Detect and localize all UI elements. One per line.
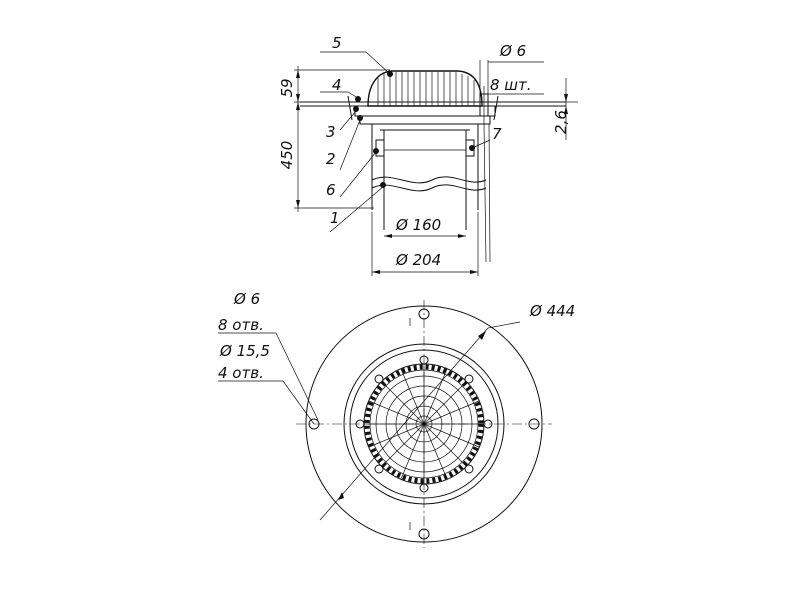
- hole-leaders: [218, 321, 521, 521]
- callout-leaders: [320, 51, 491, 233]
- dim-bolt-qty: 8 шт.: [490, 76, 532, 94]
- dim-204: Ø 204: [395, 251, 441, 269]
- grate-spokes: [364, 364, 484, 484]
- flange: [300, 86, 566, 125]
- clamp-bolts: [355, 355, 493, 493]
- dim-450: 450: [278, 141, 296, 170]
- grate-teeth: [364, 364, 484, 484]
- flange-dia: Ø 444: [529, 302, 575, 320]
- side-view: 5 4 3 2 6 1 7 59 450 Ø 6 8 шт.: [278, 34, 578, 276]
- plan-view: Ø 6 8 отв. Ø 15,5 4 отв. Ø 444: [218, 290, 575, 548]
- hole-small-dia: Ø 6: [233, 290, 260, 308]
- dim-160: Ø 160: [395, 216, 441, 234]
- callout-3: 3: [326, 123, 336, 141]
- dome-grate: [367, 70, 483, 107]
- callout-6: 6: [326, 181, 336, 199]
- bolt-dimension: [479, 60, 544, 96]
- callout-2: 2: [326, 150, 336, 168]
- flange-holes: [308, 308, 540, 540]
- dim-bolt-dia: Ø 6: [499, 42, 526, 60]
- callout-1: 1: [330, 209, 340, 227]
- callout-4: 4: [332, 76, 342, 94]
- dim-59: 59: [278, 78, 296, 97]
- hole-big-dia: Ø 15,5: [219, 342, 270, 360]
- width-dimensions: [371, 212, 479, 276]
- flange-outer: [305, 305, 543, 543]
- clamp-ring-outer: [343, 343, 505, 505]
- dim-2-6: 2,6: [552, 110, 570, 134]
- height-dimensions: [294, 66, 390, 212]
- callout-5: 5: [332, 34, 342, 52]
- hole-big-qty: 4 отв.: [218, 364, 264, 382]
- clamp-ring-inner: [349, 349, 499, 499]
- drain-body: [371, 123, 491, 263]
- hole-small-qty: 8 отв.: [218, 316, 264, 334]
- gap-dimension: [564, 78, 578, 140]
- callout-7: 7: [492, 125, 502, 143]
